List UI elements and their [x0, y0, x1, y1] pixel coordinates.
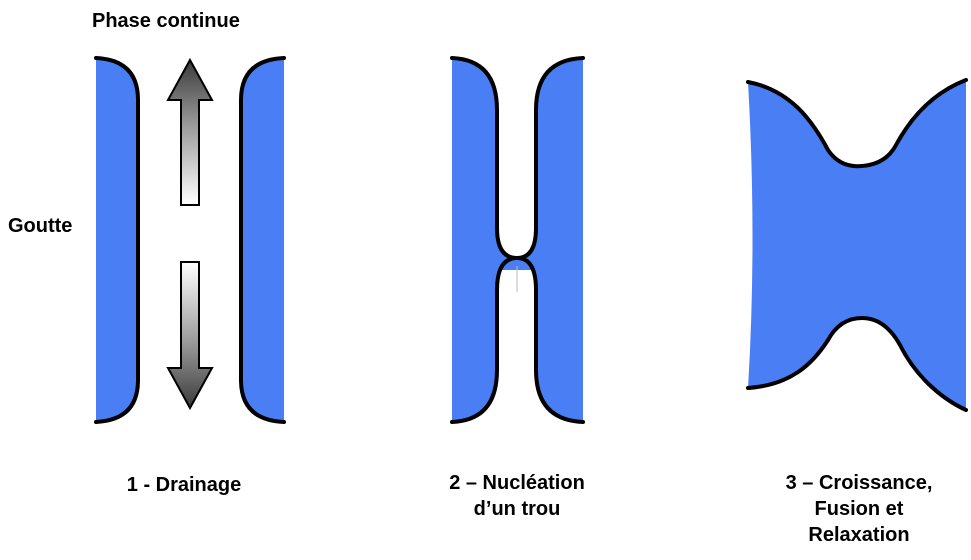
stage3-lower-interface [746, 315, 968, 412]
stage3-upper-interface [746, 78, 968, 169]
stage2-caption-line2: d’un trou [473, 498, 561, 520]
drop-label: Goutte [8, 215, 73, 237]
stage3-fused-drop [748, 80, 966, 410]
stage3-caption-line3: Relaxation [808, 524, 910, 546]
stage3-caption-line1: 3 – Croissance, [785, 472, 933, 494]
stage1-caption: 1 - Drainage [126, 474, 242, 496]
stage2-lower-drop [452, 258, 583, 422]
stage2-upper-drop [452, 58, 583, 270]
stage1-left-interface [94, 56, 140, 424]
stage1-left-drop [96, 58, 138, 422]
stage1-right-drop [241, 58, 284, 422]
stage1-right-interface [239, 56, 286, 424]
drainage-arrow-up-icon [166, 57, 214, 206]
drainage-arrow-down-icon [166, 261, 214, 411]
stage2-caption-line1: 2 – Nucléation [449, 472, 585, 494]
stage2-right-interface [450, 255, 585, 424]
stage3-caption-line2: Fusion et [814, 498, 904, 520]
continuous-phase-label: Phase continue [92, 10, 240, 32]
